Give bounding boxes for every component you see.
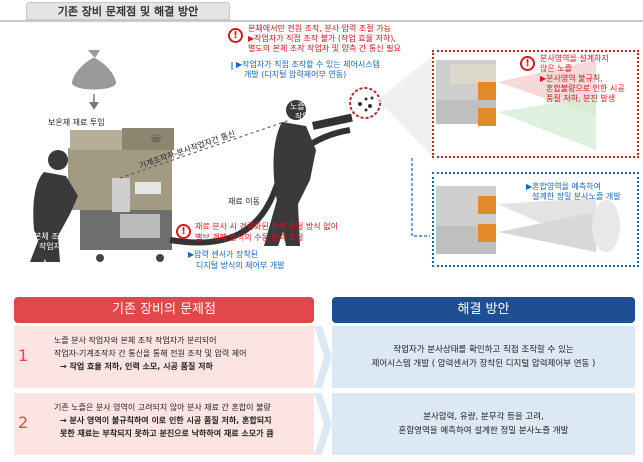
spray-highlight: [349, 87, 381, 119]
spray-cone: [378, 56, 432, 156]
solution-row-1: 작업자가 분사상태를 확인하고 직접 조작할 수 있는 제어시스템 개발 ( 압…: [332, 326, 635, 388]
warning-icon: !: [520, 56, 535, 71]
page-title: 기존 장비 문제점 및 해결 방안: [26, 2, 230, 20]
label-sprayer: 노즐 분사 작업자: [290, 102, 322, 121]
callout-mid-blue-1: ▶압력 센서가 장착된: [188, 250, 259, 259]
solution-line: 작업자가 분사상태를 확인하고 직접 조작할 수 있는: [393, 345, 574, 355]
label-input: 보온재 재료 투입: [48, 118, 105, 127]
callout-nozzle-red-3: ▶분사영역 불규칙,: [540, 74, 603, 83]
callout-top-red-3: 별도의 본체 조작 작업자 및 양측 간 통신 필요: [248, 44, 401, 53]
row-number: 2: [18, 413, 29, 432]
callout-mid-blue-2: 디지털 방식의 제어부 개발: [196, 261, 285, 270]
problem-row-2: 2 기존 노즐은 분사 영역이 고려되지 않아 분사 재료 간 혼합이 불량 →…: [14, 393, 314, 455]
solution-line: 분사압력, 유량, 분무각 등을 고려,: [423, 412, 544, 422]
material-bag-icon: [71, 50, 117, 90]
problem-line: 노즐 분사 작업자와 본체 조작 작업자가 분리되어: [54, 336, 217, 345]
spray-dots: [358, 96, 374, 112]
problem-consequence: 못한 재료는 부착되지 못하고 분진으로 낙하하여 재료 소모가 큼: [60, 429, 274, 438]
nozzle-problem-drawing: [436, 60, 596, 150]
operator-silhouette: [30, 150, 78, 262]
problem-line: 작업자-기계조작자 간 통신을 통해 전원 조작 및 압력 제어: [54, 349, 247, 358]
problem-line: 기존 노즐은 분사 영역이 고려되지 않아 분사 재료 간 혼합이 불량: [54, 403, 271, 412]
callout-nozzle-red-2: 않은 노즐: [540, 64, 572, 73]
hose: [169, 127, 351, 246]
down-arrow-head: [89, 102, 99, 110]
solution-row-2: 분사압력, 유량, 분무각 등을 고려, 혼합영역을 예측하여 설계한 정밀 분…: [332, 393, 635, 455]
problem-consequence: → 분사 영역이 불규칙하여 이로 인한 시공 품질 저하, 혼합되지: [60, 416, 272, 425]
callout-nozzle-blue-2: 설계한 정밀 분사노즐 개발: [532, 192, 621, 201]
nozzle-solution-drawing: [436, 186, 620, 254]
solution-connector: [411, 158, 430, 237]
row-number: 1: [18, 346, 29, 365]
callout-nozzle-red-5: 품질 저하, 분진 발생: [546, 94, 616, 103]
callout-top-blue-2: 개발 (디지털 압력제어부 연동): [244, 70, 347, 79]
callout-nozzle-red-4: 혼합불량으로 인한 시공: [546, 84, 625, 93]
callout-mid-red-1: 재료 분사 시 경량화된 압력 조절 방식 없이: [195, 222, 338, 231]
problem-row-1: 1 노즐 분사 작업자와 본체 조작 작업자가 분리되어 작업자-기계조작자 간…: [14, 326, 314, 388]
callout-top-red-1: 본체에서만 전원 조작, 분사 압력 조절 가능: [248, 24, 391, 33]
callout-nozzle-red-1: 분사영역을 설계하지: [540, 54, 609, 63]
label-operator: 본체 조작 작업자: [34, 232, 66, 251]
problem-consequence: → 작업 효율 저하, 인력 소모, 시공 품질 저하: [60, 362, 213, 371]
solution-line: 제어시스템 개발 ( 압력센서가 장착된 디지털 압력제어부 연동 ): [371, 359, 596, 369]
callout-top-blue-1: ▶작업자가 직접 조작할 수 있는 제어시스템: [236, 60, 380, 69]
chevron-right-icon: [314, 393, 332, 455]
illustration-frame: [0, 20, 643, 292]
warning-icon: !: [228, 28, 243, 43]
solution-line: 혼합영역을 예측하여 설계한 정밀 분사노즐 개발: [398, 426, 569, 436]
problems-header: 기존 장비의 문제점: [14, 297, 314, 323]
chevron-right-icon: [314, 326, 332, 388]
machine-body: [68, 128, 174, 262]
nozzle-problem-box: [432, 50, 639, 158]
callout-top-red-2: ▶작업자가 직접 조작 불가 (작업 효율 저하),: [248, 34, 396, 43]
callout-mid-red-2: 밸브 개폐 방식의 수동 압력 조절: [195, 233, 304, 242]
sprayer-silhouette: [264, 100, 316, 246]
nozzle-gun: [312, 113, 353, 130]
nozzle-solution-box: [432, 172, 639, 267]
solutions-header: 해결 방안: [332, 297, 635, 323]
phone-icon: ☏: [150, 134, 163, 145]
label-material-move: 재료 이동: [228, 197, 260, 206]
warning-icon: !: [176, 224, 191, 239]
callout-nozzle-blue-1: ▶혼합영역을 예측하여: [526, 182, 601, 191]
